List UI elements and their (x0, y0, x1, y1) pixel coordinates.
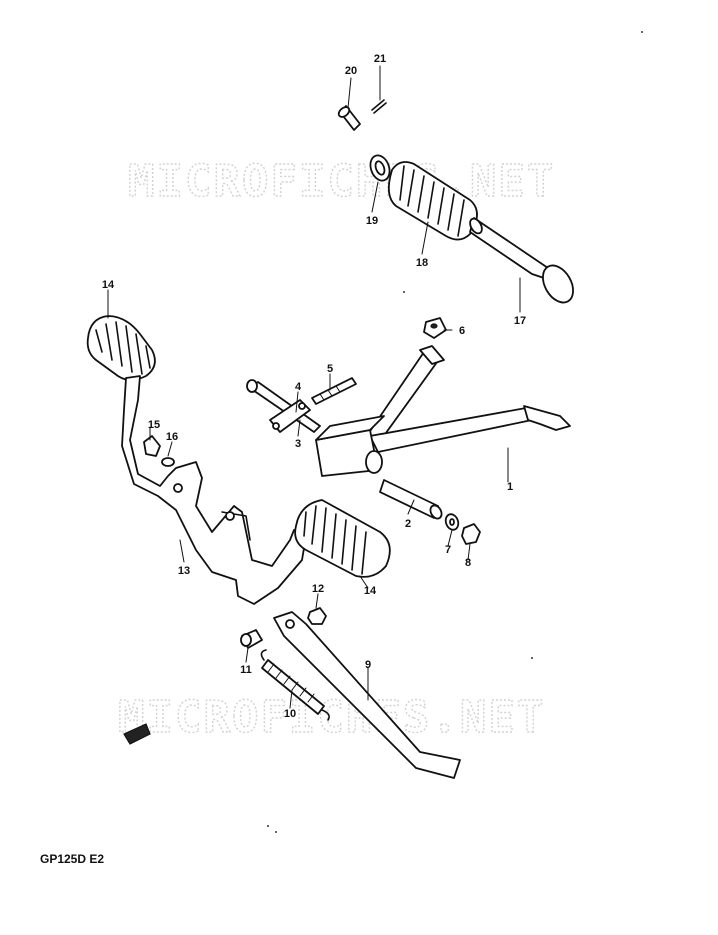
part-10-spring (260, 649, 330, 721)
callout-6: 6 (459, 325, 465, 337)
callout-7: 7 (445, 544, 451, 556)
part-2-pivot-shaft (379, 479, 443, 520)
part-20-pin (337, 105, 361, 131)
callout-20: 20 (345, 65, 357, 77)
callout-1: 1 (507, 481, 513, 493)
callout-16: 16 (166, 431, 178, 443)
part-14-footrest-left (86, 315, 156, 381)
callout-13: 13 (178, 565, 190, 577)
part-4-bracket (269, 399, 311, 433)
callout-18: 18 (416, 257, 428, 269)
callout-4: 4 (295, 381, 302, 393)
part-15-bolt (143, 435, 161, 457)
callout-11: 11 (240, 664, 252, 676)
callout-9: 9 (365, 659, 371, 671)
callout-14-left: 14 (102, 279, 115, 291)
part-8-nut (461, 523, 481, 545)
scan-specks (267, 31, 643, 833)
callout-17: 17 (514, 315, 526, 327)
callout-14-right: 14 (364, 585, 377, 597)
callout-5: 5 (327, 363, 333, 375)
callout-21: 21 (374, 53, 386, 65)
part-9-side-stand (273, 611, 461, 779)
part-1-center-stand (315, 345, 571, 477)
part-17-footrest-bar (469, 217, 574, 304)
callout-2: 2 (405, 518, 411, 530)
watermark-bottom: MICROFICHES.NET (118, 692, 545, 743)
part-11-bolt (240, 629, 263, 649)
watermark-top: MICROFICHES.NET (128, 156, 555, 207)
part-14-footrest-right (294, 499, 391, 578)
callout-15: 15 (148, 419, 160, 431)
part-7-washer (444, 513, 460, 531)
callout-8: 8 (465, 557, 471, 569)
part-13-footrest-bracket (121, 375, 307, 605)
part-6-stopper (423, 317, 447, 339)
callout-3: 3 (295, 438, 301, 450)
part-3-bolt (246, 379, 321, 433)
part-12-nut (307, 607, 327, 625)
front-arrow-icon (123, 723, 151, 745)
part-5-spring-pin (311, 377, 357, 405)
part-21-cotter-pin (371, 99, 387, 114)
model-code: GP125D E2 (40, 852, 105, 866)
part-19-washer (369, 154, 391, 182)
callout-12: 12 (312, 583, 324, 595)
callout-10: 10 (284, 708, 296, 720)
part-16-washer (161, 457, 175, 467)
callout-19: 19 (366, 215, 378, 227)
part-18-footrest-rubber (387, 161, 478, 241)
leader-lines (107, 65, 521, 709)
